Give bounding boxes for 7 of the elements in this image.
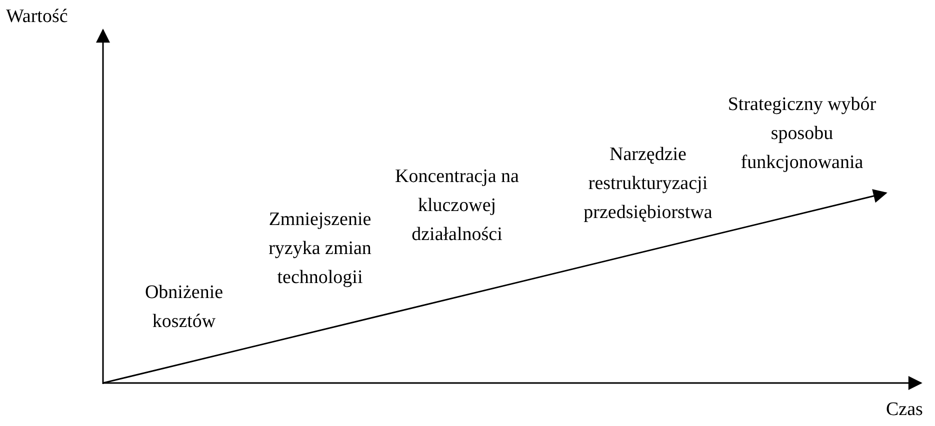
axis-label: Czas	[886, 398, 924, 422]
stage-label: Strategiczny wybór sposobu funkcjonowania	[726, 93, 878, 175]
stage-label: Narzędzie restrukturyzacji przedsiębiorstwa	[582, 143, 714, 225]
stage-label: Zmniejszenie ryzyka zmian technologii	[268, 208, 372, 290]
axis-label: Wartość	[6, 5, 69, 29]
stage-label: Obniżenie kosztów	[144, 281, 224, 334]
stage-label: Koncentracja na kluczowej działalności	[394, 165, 520, 247]
